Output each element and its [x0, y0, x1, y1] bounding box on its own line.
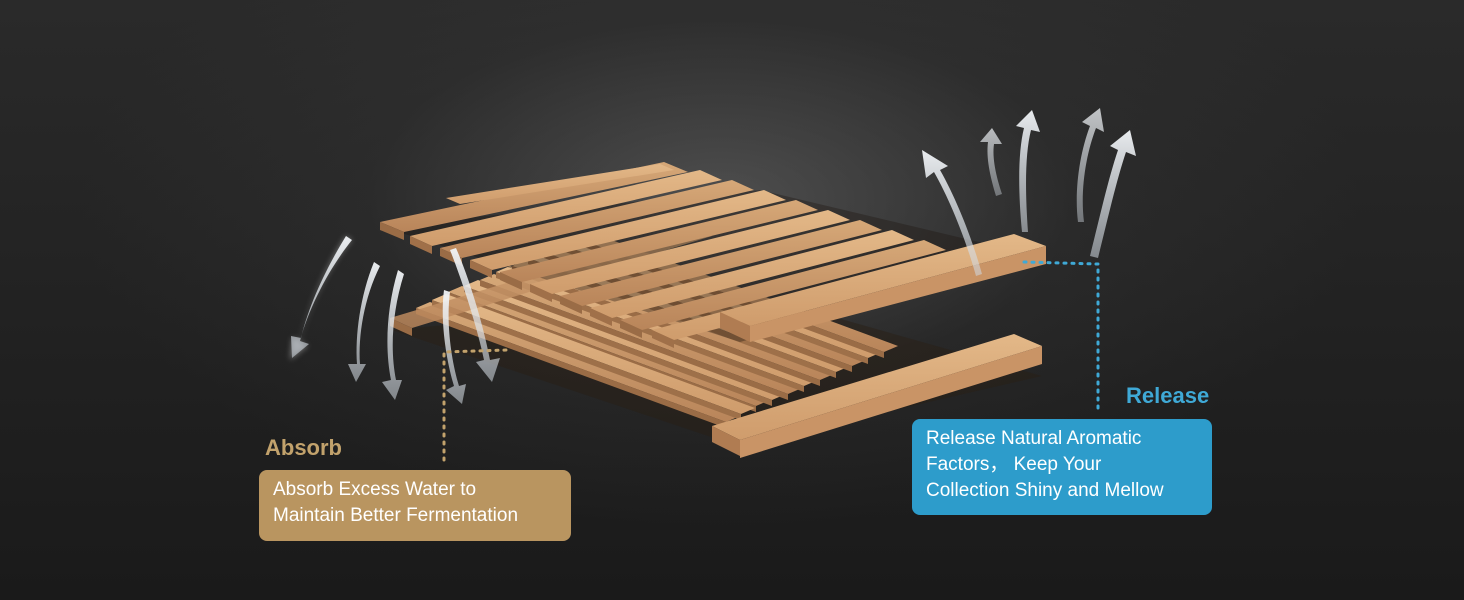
release-heading: Release [1126, 383, 1210, 408]
lower-slat [416, 302, 740, 422]
upper-slat [620, 240, 946, 330]
absorb-airflow-arrows [290, 236, 500, 404]
down-arrow-icon [442, 290, 466, 404]
release-callout: Release Natural Aromatic Factors， Keep Y… [912, 419, 1212, 515]
absorb-text-line: Maintain Better Fermentation [273, 505, 519, 526]
release-text-line: Release Natural Aromatic [926, 428, 1142, 449]
down-arrow-icon [382, 270, 404, 400]
up-arrow-icon [1090, 130, 1136, 258]
upper-slat [590, 230, 914, 318]
down-arrow-icon [348, 262, 380, 382]
upper-slat [560, 220, 882, 306]
absorb-heading: Absorb [265, 435, 342, 460]
absorb-callout: Absorb Excess Water to Maintain Better F… [259, 470, 571, 541]
up-arrow-icon [980, 128, 1002, 196]
lower-slat [448, 286, 770, 406]
absorb-text-line: Absorb Excess Water to [273, 479, 477, 500]
up-arrow-icon [1076, 108, 1104, 222]
release-text-line: Collection Shiny and Mellow [926, 480, 1164, 501]
upper-slat [446, 164, 674, 204]
up-arrow-icon [922, 150, 982, 276]
up-arrow-icon [1016, 110, 1040, 232]
upper-slat [440, 180, 754, 258]
lower-slat [464, 280, 786, 400]
release-text-line: Factors， Keep Your [926, 454, 1102, 475]
upper-slat [530, 210, 850, 294]
upper-cross-bar [720, 234, 1046, 326]
upper-wooden-tray [380, 162, 1046, 348]
upper-slat [470, 190, 786, 270]
down-arrow-icon [450, 248, 500, 382]
release-airflow-arrows [922, 108, 1136, 276]
lower-cross-bar [712, 334, 1042, 440]
release-leader-line [1022, 260, 1100, 410]
upper-slat [500, 200, 818, 282]
upper-slat [410, 170, 722, 246]
down-arrow-icon [291, 236, 352, 358]
lower-slat [432, 294, 755, 414]
